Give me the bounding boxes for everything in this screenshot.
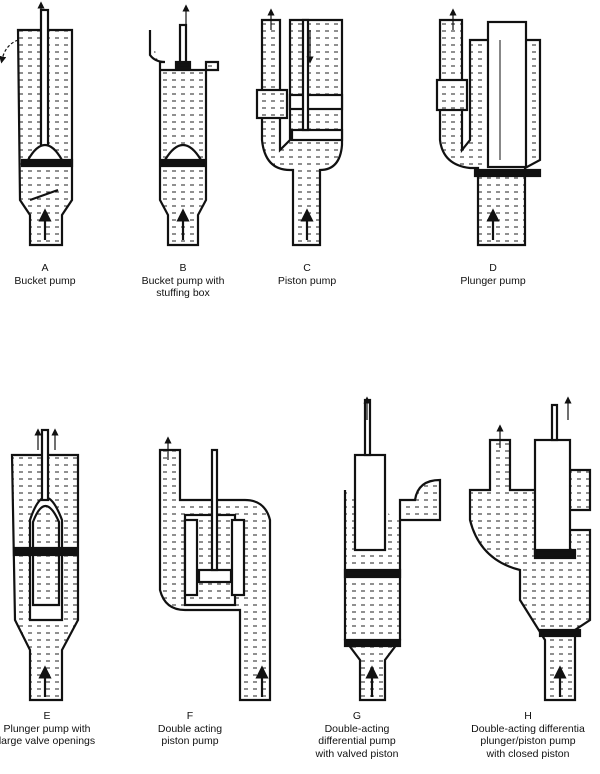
caption-line: Plunger pump xyxy=(460,274,526,287)
caption-letter: A xyxy=(41,262,49,274)
caption-h: H Double-acting differentia plunger/pist… xyxy=(471,710,585,760)
caption-letter: C xyxy=(303,262,311,274)
caption-line: Double-acting xyxy=(324,722,390,735)
caption-line: with valved piston xyxy=(315,747,399,760)
caption-letter: F xyxy=(186,710,194,722)
pump-c-drawing xyxy=(255,8,344,247)
caption-letter: H xyxy=(524,710,532,722)
caption-line: Bucket pump xyxy=(14,274,76,287)
caption-line: with closed piston xyxy=(486,747,570,760)
caption-f: F Double acting piston pump xyxy=(158,710,222,748)
pump-a-drawing xyxy=(0,1,74,247)
caption-letter: G xyxy=(352,710,362,722)
caption-a: A Bucket pump xyxy=(14,262,75,287)
caption-line: Bucket pump with xyxy=(141,274,225,287)
caption-d: D Plunger pump xyxy=(460,262,525,287)
caption-c: C Piston pump xyxy=(278,262,336,287)
caption-b: B Bucket pump with stuffing box xyxy=(142,262,225,300)
caption-line: plunger/piston pump xyxy=(480,735,576,747)
pump-f-drawing xyxy=(158,436,272,702)
caption-letter: B xyxy=(179,262,187,274)
caption-line: Double-acting differentia xyxy=(471,722,585,735)
caption-line: Plunger pump with xyxy=(3,722,91,735)
caption-letter: E xyxy=(43,710,51,722)
pump-e-drawing xyxy=(10,428,80,702)
caption-line: Double acting xyxy=(157,722,223,735)
caption-line: stuffing box xyxy=(156,287,210,299)
pump-d-drawing xyxy=(435,8,542,247)
caption-letter: D xyxy=(489,262,497,274)
caption-g: G Double-acting differential pump with v… xyxy=(316,710,399,760)
pump-g-drawing xyxy=(343,396,442,702)
caption-line: piston pump xyxy=(161,735,219,747)
caption-line: large valve openings xyxy=(0,735,96,747)
caption-line: differential pump xyxy=(318,735,396,747)
pump-b-drawing xyxy=(148,4,220,247)
pump-h-drawing xyxy=(468,396,592,702)
caption-line: Piston pump xyxy=(277,274,337,287)
caption-e: E Plunger pump with large valve openings xyxy=(0,710,95,748)
